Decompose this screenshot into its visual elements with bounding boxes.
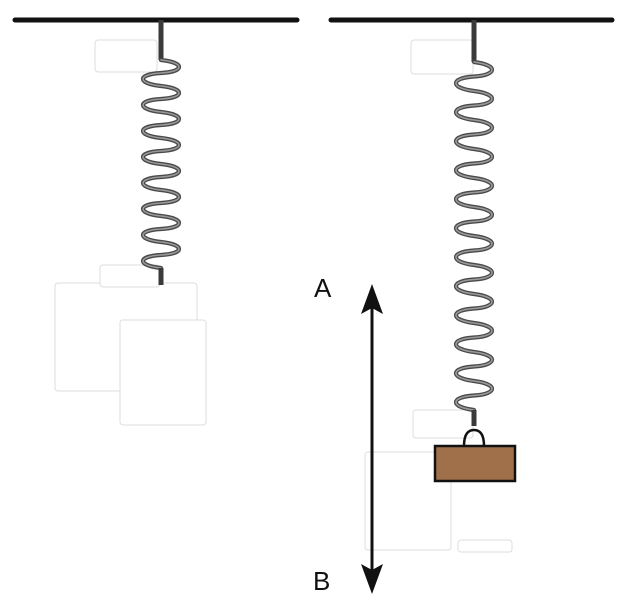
faint-box	[457, 539, 513, 553]
arrow-down-icon	[361, 564, 383, 594]
faint-box	[119, 319, 207, 426]
left-spring-coil-highlight	[142, 59, 180, 269]
hanging-mass	[433, 444, 517, 483]
faint-boxes	[54, 39, 513, 553]
faint-box	[412, 409, 474, 439]
right-spring-coil-highlight	[455, 61, 493, 411]
arrow-up-icon	[361, 284, 383, 314]
faint-box	[364, 451, 452, 551]
right-spring	[453, 20, 495, 426]
displacement-arrow	[361, 284, 383, 594]
mass-hook-icon	[462, 428, 486, 447]
faint-box	[94, 39, 158, 73]
left-spring	[140, 20, 182, 285]
label-b: B	[313, 566, 330, 596]
label-a: A	[314, 273, 332, 303]
faint-box	[410, 39, 474, 75]
